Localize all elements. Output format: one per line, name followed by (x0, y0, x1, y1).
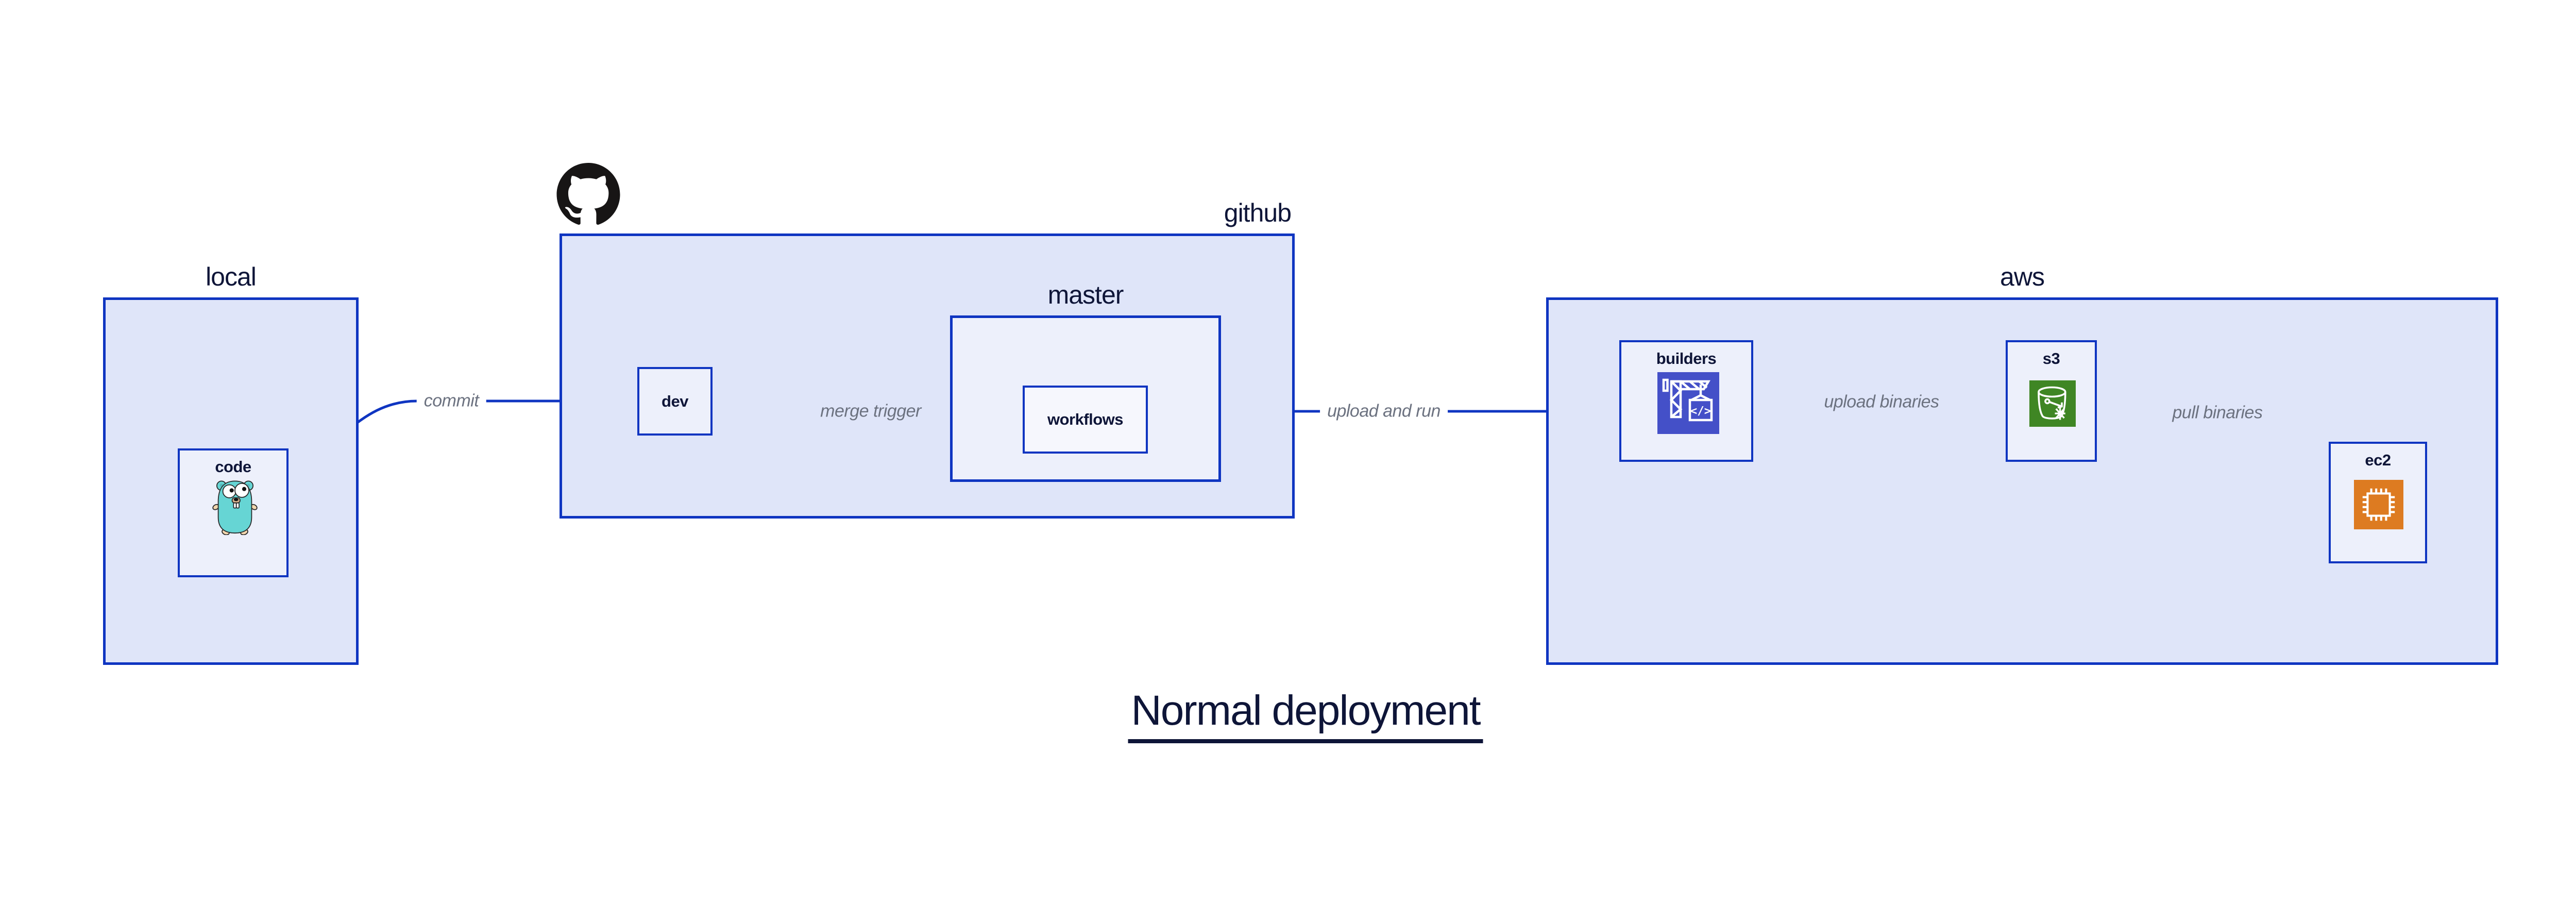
go-gopher-icon (212, 480, 258, 535)
group-label-local: local (206, 262, 257, 291)
node-builders: builders </> (1619, 340, 1753, 462)
node-ec2: ec2 (2329, 442, 2427, 563)
edge-label-upload-and-run: upload and run (1320, 400, 1448, 423)
s3-glacier-bucket-icon (2029, 380, 2076, 427)
codebuild-crane-icon: </> (1657, 372, 1719, 434)
edge-label-commit: commit (416, 390, 486, 412)
node-dev: dev (637, 367, 713, 436)
node-ec2-label: ec2 (2365, 451, 2391, 469)
group-label-master: master (1047, 280, 1124, 309)
node-dev-label: dev (662, 392, 688, 410)
diagram-title: Normal deployment (1128, 687, 1483, 743)
edge-label-merge-trigger: merge trigger (813, 400, 928, 423)
github-octocat-icon (556, 163, 620, 225)
node-workflows-label: workflows (1047, 410, 1124, 428)
node-code-label: code (215, 458, 251, 476)
svg-text:</>: </> (1690, 405, 1711, 418)
node-workflows: workflows (1023, 386, 1148, 454)
node-s3: s3 (2006, 340, 2097, 462)
node-builders-label: builders (1656, 349, 1717, 368)
group-label-github: github (1224, 198, 1292, 227)
node-s3-label: s3 (2042, 349, 2060, 368)
edge-label-pull-binaries: pull binaries (2165, 402, 2270, 424)
group-label-aws: aws (2000, 262, 2045, 291)
ec2-chip-icon (2354, 480, 2403, 529)
node-code: code (178, 448, 289, 577)
edge-label-upload-binaries: upload binaries (1817, 391, 1946, 413)
